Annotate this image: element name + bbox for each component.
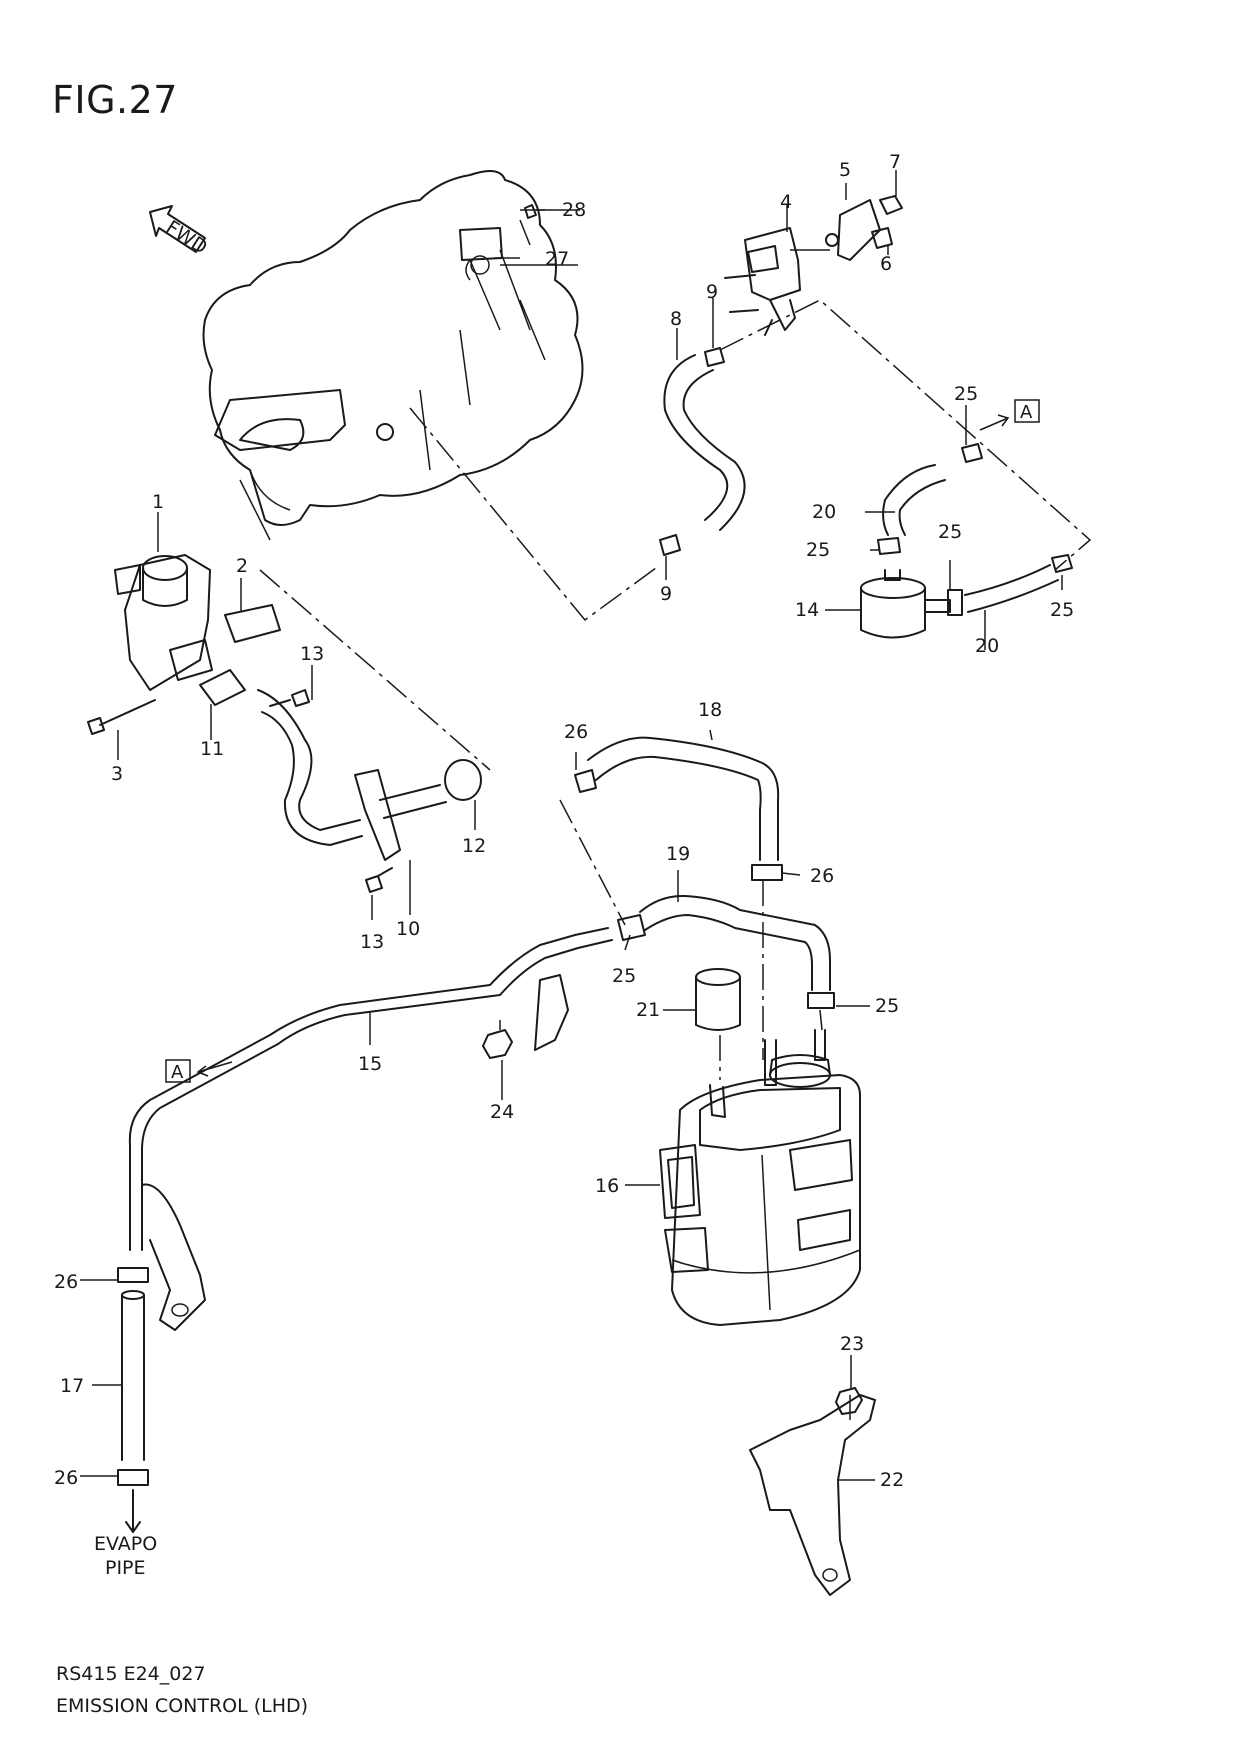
leader-lines	[80, 170, 1063, 1481]
bracket-22	[749, 1394, 876, 1596]
gasket-2	[224, 604, 281, 643]
nut-24	[482, 1029, 513, 1059]
callout-16: 16	[595, 1175, 619, 1197]
clamp-26-hose18-end	[751, 864, 783, 881]
egr-flange	[354, 769, 401, 861]
clamp-25-upper	[961, 443, 983, 463]
fwd-arrow-icon: FWD	[149, 205, 211, 259]
clamp-26-top17	[117, 1267, 149, 1283]
callout-9-top: 9	[706, 281, 718, 303]
svg-text:A: A	[171, 1062, 184, 1083]
connector-lines	[259, 299, 1092, 1420]
callout-13-lower: 13	[360, 931, 384, 953]
clamp-25-filter	[947, 589, 963, 616]
clamp-25-mid	[877, 537, 901, 555]
callout-25-d: 25	[1050, 599, 1074, 621]
hose-20-upper	[882, 464, 946, 536]
callout-25-f: 25	[875, 995, 899, 1017]
filter-14	[860, 569, 951, 639]
callout-23: 23	[840, 1333, 864, 1355]
callout-14: 14	[795, 599, 819, 621]
evapo-label-line2: PIPE	[105, 1557, 146, 1579]
pipe-15-stay	[141, 1183, 206, 1331]
bolt-3	[87, 699, 156, 735]
hose-8	[663, 354, 746, 531]
callout-8: 8	[670, 308, 682, 330]
callout-5: 5	[839, 159, 851, 181]
callout-6: 6	[880, 253, 892, 275]
bolt-13-upper	[269, 689, 310, 707]
callout-11: 11	[200, 738, 224, 760]
bolt-13-lower	[365, 867, 393, 893]
callout-27: 27	[545, 248, 569, 270]
callout-24: 24	[490, 1101, 514, 1123]
callout-17: 17	[60, 1375, 84, 1397]
callout-26-a: 26	[564, 721, 588, 743]
gasket-12	[444, 759, 482, 801]
callout-20-lower: 20	[975, 635, 999, 657]
callout-22: 22	[880, 1469, 904, 1491]
footer-title: EMISSION CONTROL (LHD)	[56, 1695, 309, 1717]
callout-25-b: 25	[806, 539, 830, 561]
svg-text:A: A	[1020, 402, 1033, 423]
callout-25-a: 25	[954, 383, 978, 405]
callout-4: 4	[780, 191, 792, 213]
callout-20-upper: 20	[812, 501, 836, 523]
callout-26-d: 26	[54, 1467, 78, 1489]
hose-17	[121, 1294, 145, 1461]
gasket-11	[199, 669, 246, 706]
figure-title: FIG.27	[52, 78, 178, 122]
clamp-25-hose19-left	[617, 914, 646, 941]
intake-manifold	[202, 170, 584, 541]
evapo-label-line1: EVAPO	[94, 1533, 157, 1555]
evapo-arrow-icon	[125, 1489, 141, 1533]
hose-18	[587, 736, 780, 861]
callout-12: 12	[462, 835, 486, 857]
callout-9-bottom: 9	[660, 583, 672, 605]
hose-20-lower	[964, 564, 1059, 613]
footer: RS415 E24_027 EMISSION CONTROL (LHD)	[56, 1658, 308, 1722]
footer-code: RS415 E24_027	[56, 1663, 206, 1685]
hose-17-top	[121, 1290, 145, 1300]
clamp-9-top	[704, 347, 725, 367]
filter-21	[695, 968, 741, 1031]
callout-26-b: 26	[810, 865, 834, 887]
pipe-15	[128, 927, 613, 1251]
callout-15: 15	[358, 1053, 382, 1075]
hose-19	[639, 894, 831, 991]
callout-3: 3	[111, 763, 123, 785]
clamp-9-bottom	[659, 534, 681, 556]
fwd-label: FWD	[162, 216, 211, 259]
clamp-25-hose19-right	[807, 992, 835, 1009]
callout-25-c: 25	[938, 521, 962, 543]
callout-13-upper: 13	[300, 643, 324, 665]
callout-labels: 1 2 3 4 5 6 7 8 9 9 10 11 12 13 13 14 15…	[54, 151, 1074, 1491]
callout-7: 7	[889, 151, 901, 173]
pipe-15-bracket	[534, 974, 569, 1051]
egr-tube	[379, 784, 447, 819]
egr-valve-1	[114, 554, 213, 691]
callout-1: 1	[152, 491, 164, 513]
callout-10: 10	[396, 918, 420, 940]
ref-marker-a-left: A	[165, 1059, 233, 1083]
callout-19: 19	[666, 843, 690, 865]
canister-16	[659, 1029, 861, 1326]
callout-25-e: 25	[612, 965, 636, 987]
clamp-26-hose18	[574, 769, 597, 793]
callout-28: 28	[562, 199, 586, 221]
nut-23	[835, 1387, 863, 1415]
callout-21: 21	[636, 999, 660, 1021]
callout-18: 18	[698, 699, 722, 721]
ref-marker-a-top: A	[979, 399, 1040, 431]
clamp-26-bottom17	[117, 1469, 149, 1486]
vsv-assembly	[724, 195, 903, 336]
bracket-22-hole	[822, 1568, 838, 1582]
egr-pipe-10	[257, 689, 363, 846]
stay-hole	[171, 1303, 189, 1317]
clamp-25-right	[1051, 554, 1073, 573]
callout-26-c: 26	[54, 1271, 78, 1293]
callout-2: 2	[236, 555, 248, 577]
